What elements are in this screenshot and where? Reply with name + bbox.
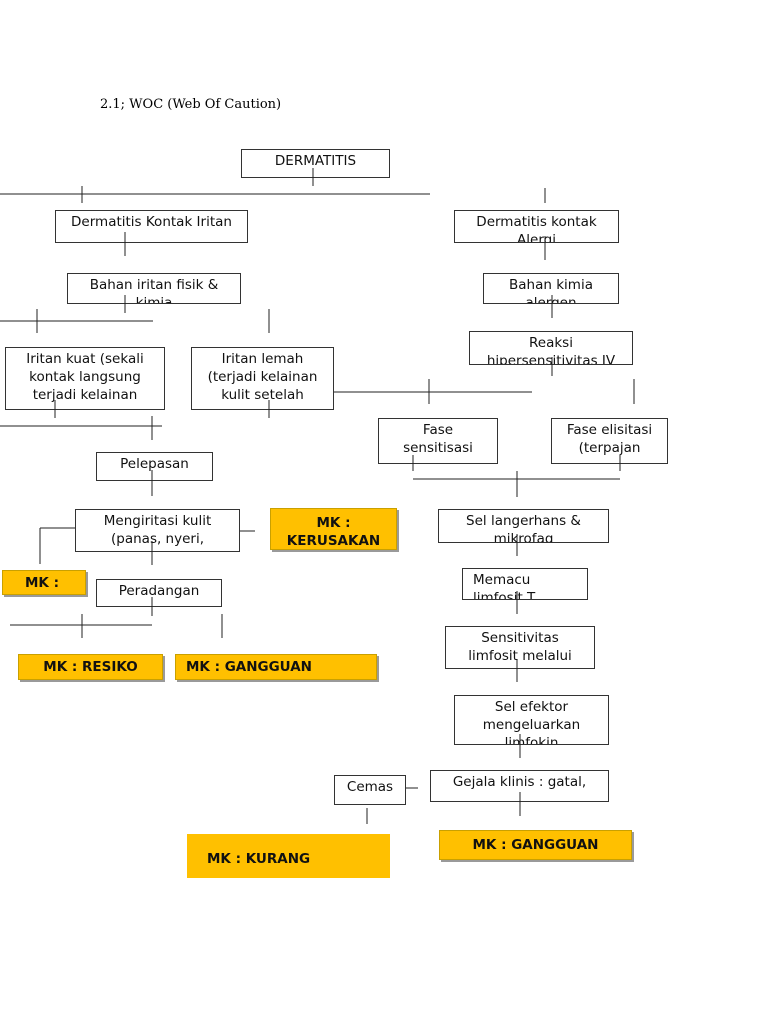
- mk-left-partial: MK :: [2, 570, 86, 595]
- mk-kerusakan: MK : KERUSAKAN: [270, 508, 397, 550]
- node-cemas: Cemas: [334, 775, 406, 805]
- node-sel-langerhans: Sel langerhans & mikrofag: [438, 509, 609, 543]
- node-memacu-limfosit: Memacu limfosit T: [462, 568, 588, 600]
- node-iritan-lemah: Iritan lemah (terjadi kelainan kulit set…: [191, 347, 334, 410]
- node-dermatitis-kontak-alergi: Dermatitis kontak Alergi: [454, 210, 619, 243]
- mk-kurang: MK : KURANG: [187, 834, 390, 878]
- diagram-title: 2.1; WOC (Web Of Caution): [100, 97, 282, 112]
- node-fase-sensitisasi: Fase sensitisasi: [378, 418, 498, 464]
- mk-gangguan-right: MK : GANGGUAN: [439, 830, 632, 860]
- node-sensitivitas-limfosit: Sensitivitas limfosit melalui: [445, 626, 595, 669]
- node-bahan-iritan: Bahan iritan fisik & kimia: [67, 273, 241, 304]
- node-reaksi-hipersensitivitas: Reaksi hipersensitivitas IV: [469, 331, 633, 365]
- node-dermatitis: DERMATITIS: [241, 149, 390, 178]
- node-mengiritasi-kulit: Mengiritasi kulit (panas, nyeri,: [75, 509, 240, 552]
- mk-resiko: MK : RESIKO: [18, 654, 163, 680]
- node-sel-efektor: Sel efektor mengeluarkan limfokin: [454, 695, 609, 745]
- node-pelepasan: Pelepasan: [96, 452, 213, 481]
- node-iritan-kuat: Iritan kuat (sekali kontak langsung terj…: [5, 347, 165, 410]
- node-dermatitis-kontak-iritan: Dermatitis Kontak Iritan: [55, 210, 248, 243]
- mk-gangguan-left: MK : GANGGUAN: [175, 654, 377, 680]
- node-fase-elisitasi: Fase elisitasi (terpajan: [551, 418, 668, 464]
- node-peradangan: Peradangan: [96, 579, 222, 607]
- node-bahan-kimia: Bahan kimia alergen: [483, 273, 619, 304]
- node-gejala-klinis: Gejala klinis : gatal,: [430, 770, 609, 802]
